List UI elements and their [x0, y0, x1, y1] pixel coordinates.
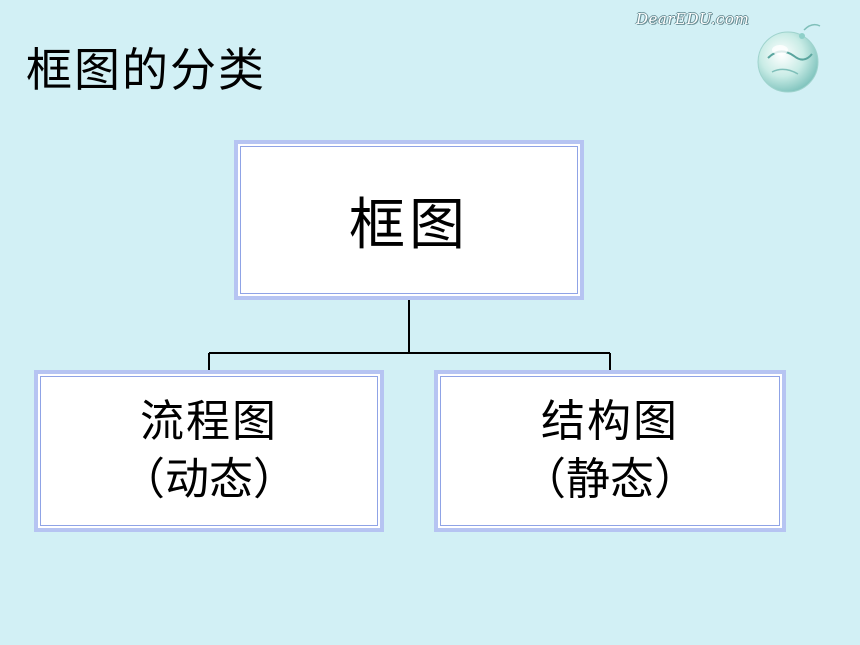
structure-chart-node-box: 结构图 （静态）: [434, 370, 786, 532]
root-node-box: 框图: [234, 140, 584, 300]
flowchart-node-label: 流程图: [140, 396, 278, 447]
flowchart-node-sublabel: （动态）: [121, 454, 297, 505]
structure-chart-node-label: 结构图: [541, 396, 679, 447]
flowchart-node-box: 流程图 （动态）: [34, 370, 384, 532]
structure-chart-node-sublabel: （静态）: [522, 454, 698, 505]
brand-logo-text: DearEDU.com: [636, 10, 750, 28]
globe-logo-icon: [757, 23, 821, 93]
slide-title: 框图的分类: [26, 43, 266, 97]
root-node-label: 框图: [349, 192, 469, 258]
